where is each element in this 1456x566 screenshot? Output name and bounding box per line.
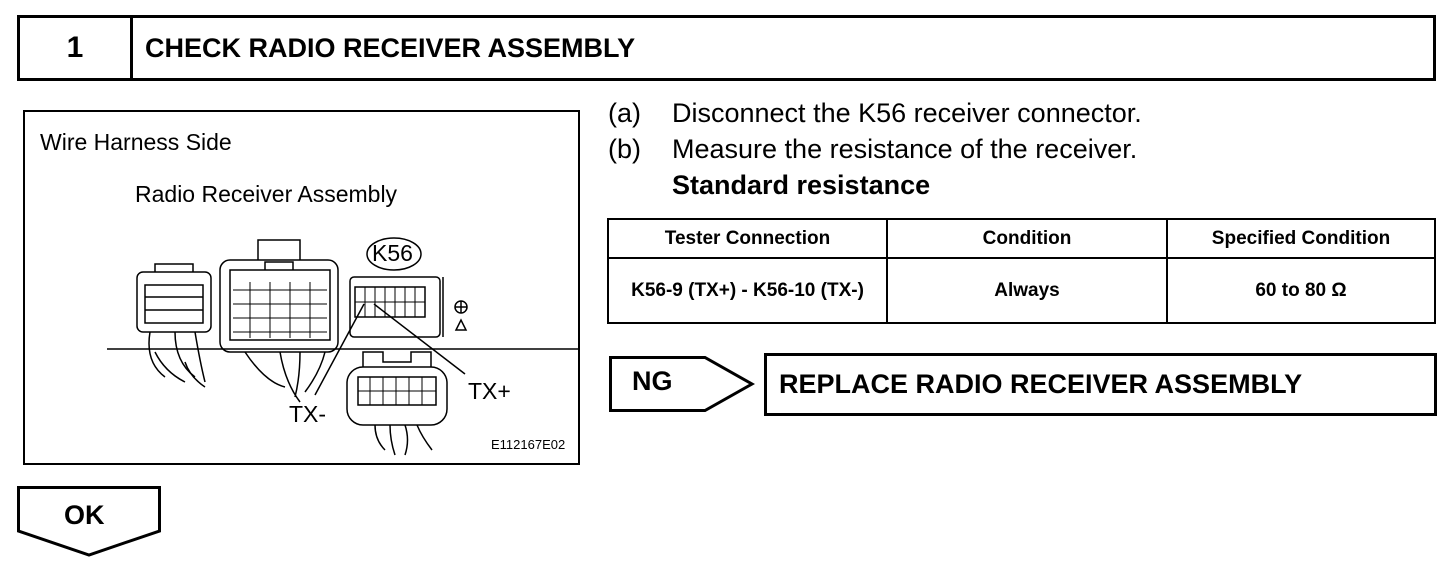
connector-illustration: Wire Harness Side Radio Receiver Assembl…: [23, 110, 580, 465]
spec-table: Tester Connection Condition Specified Co…: [607, 218, 1436, 324]
table-row: K56-9 (TX+) - K56-10 (TX-) Always 60 to …: [607, 257, 1436, 324]
connector-id-label: K56: [372, 240, 413, 266]
specified-condition-cell: 60 to 80 Ω: [1166, 257, 1436, 324]
column-header: Condition: [886, 218, 1168, 259]
standard-resistance-heading: Standard resistance: [672, 170, 931, 200]
pin-tx-minus-label: TX-: [289, 401, 327, 427]
figure-code: E112167E02: [491, 437, 566, 452]
ng-arrow-shape: [609, 356, 755, 412]
component-label: Radio Receiver Assembly: [135, 181, 398, 207]
instruction-b: (b) Measure the resistance of the receive…: [608, 134, 1137, 165]
instruction-tag: (a): [608, 98, 641, 128]
wire-harness-side-label: Wire Harness Side: [40, 129, 232, 155]
ok-arrow-shape: [17, 486, 161, 557]
connector-drawing: [107, 237, 578, 456]
column-header: Specified Condition: [1166, 218, 1436, 259]
step-number: 1: [20, 18, 133, 78]
table-header-row: Tester Connection Condition Specified Co…: [607, 218, 1436, 259]
instruction-a: (a) Disconnect the K56 receiver connector…: [608, 98, 1142, 129]
ok-label: OK: [64, 500, 105, 530]
pin-tx-plus-label: TX+: [468, 378, 511, 404]
ng-label: NG: [632, 366, 673, 396]
condition-cell: Always: [886, 257, 1168, 324]
column-header: Tester Connection: [607, 218, 888, 259]
instruction-text: Disconnect the K56 receiver connector.: [672, 98, 1142, 128]
instruction-text: Measure the resistance of the receiver.: [672, 134, 1138, 164]
step-title: CHECK RADIO RECEIVER ASSEMBLY: [145, 32, 636, 63]
ng-action-box: REPLACE RADIO RECEIVER ASSEMBLY: [764, 353, 1437, 416]
instruction-tag: (b): [608, 134, 641, 164]
tester-connection-cell: K56-9 (TX+) - K56-10 (TX-): [607, 257, 888, 324]
step-header: 1 CHECK RADIO RECEIVER ASSEMBLY: [17, 15, 1436, 81]
